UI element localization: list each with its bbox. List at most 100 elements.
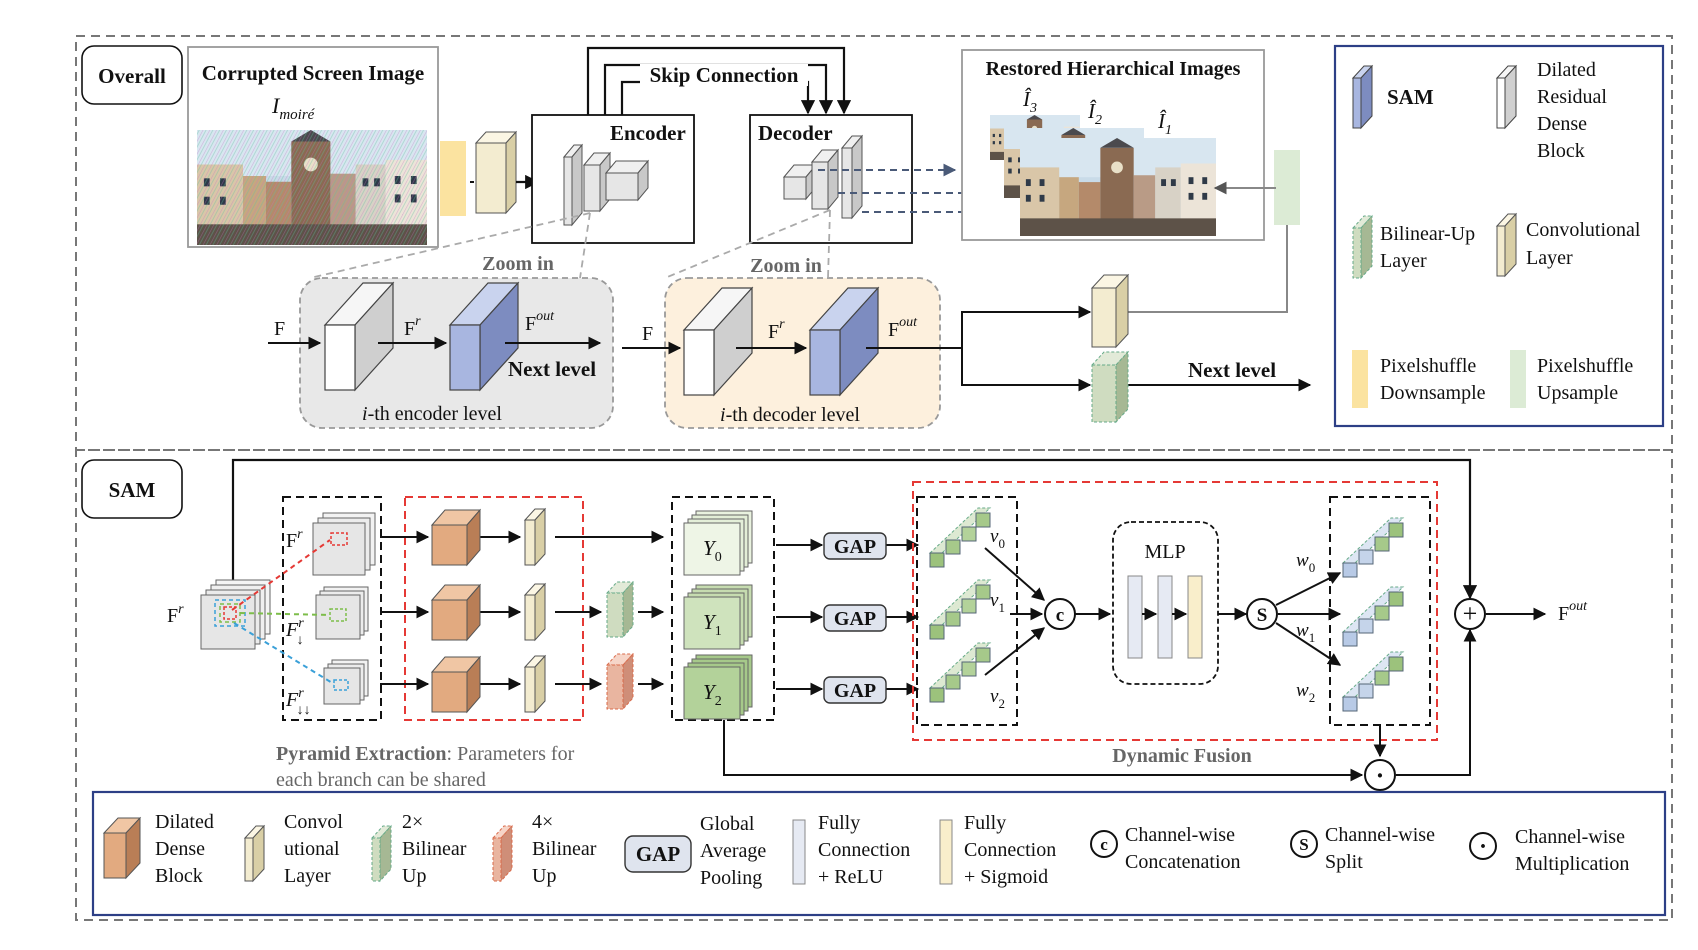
y-stack-0 <box>683 510 753 576</box>
legend-fc-relu-line1: Fully <box>818 812 860 834</box>
enc-Fr: Fr <box>404 314 421 340</box>
legend-conv-line2: Layer <box>1526 247 1573 269</box>
legend-mult-icon <box>1469 832 1497 860</box>
sam-tag-box <box>81 459 183 519</box>
dec-bilinear-layer <box>1090 350 1130 424</box>
legend-bilinear2-line3: Up <box>402 865 426 887</box>
input-title: Corrupted Screen Image <box>202 61 424 85</box>
enc-sam-block <box>448 281 520 392</box>
legend-drdb-icon <box>1495 64 1518 130</box>
pyramid-caption-line1: Pyramid Extraction: Parameters for <box>276 743 575 765</box>
dilated-dense-block-1 <box>430 583 482 642</box>
gap-box-0 <box>823 532 887 560</box>
v-vector-1 <box>928 579 992 640</box>
legend-sam-label: SAM <box>1387 85 1434 109</box>
legend-drdb-line2: Residual <box>1537 86 1607 108</box>
pixelshuffle-up-block <box>1274 150 1300 225</box>
legend-gap-line2: Average <box>700 840 766 862</box>
moire-input-image <box>197 130 427 245</box>
sam-output-Fout: Fout <box>1558 599 1588 625</box>
legend-bilinear4-line1: 4× <box>532 811 553 833</box>
gap-label-1: GAP <box>834 608 876 630</box>
v-vector-2 <box>928 642 992 703</box>
legend-fc-relu-icon <box>792 819 806 885</box>
dec-F: F <box>642 323 653 345</box>
extraction-box <box>404 496 584 721</box>
pixelshuffle-down-block <box>440 141 466 216</box>
pyramid-label-1: Fr↓ <box>285 616 304 648</box>
legend-dilated-line3: Block <box>155 865 203 887</box>
w-vector-0 <box>1341 517 1405 578</box>
legend-conv-icon <box>1495 212 1518 278</box>
mlp-fc-relu-1 <box>1127 575 1143 659</box>
pyramid-box <box>282 496 382 721</box>
w-vector-1 <box>1341 586 1405 647</box>
input-conv-layer <box>474 130 518 215</box>
legend-concat-line1: Channel-wise <box>1125 824 1235 846</box>
legend-conv-b-line3: Layer <box>284 865 331 887</box>
pyramid-level-0 <box>312 512 376 576</box>
v-box <box>916 496 1018 726</box>
enc-next-level: Next level <box>508 357 596 381</box>
zoom-lines <box>309 209 831 279</box>
zoom-in-label-encoder: Zoom in <box>482 253 554 275</box>
sam-input-stack <box>200 579 271 650</box>
legend-drdb-line4: Block <box>1537 140 1585 162</box>
branch-conv-2 <box>523 654 547 714</box>
mult-op <box>1364 759 1396 791</box>
dynamic-fusion-box <box>912 481 1438 741</box>
y-label-1: Y1 <box>703 610 722 639</box>
y-label-2: Y2 <box>703 680 722 709</box>
legend-split-line2: Split <box>1325 851 1363 873</box>
legend-ps-up-line1: Pixelshuffle <box>1537 355 1633 377</box>
pyramid-caption-line2: each branch can be shared <box>276 769 486 791</box>
concat-symbol: c <box>1056 605 1064 626</box>
enc-Fout: Fout <box>525 309 555 335</box>
legend-conv-line1: Convolutional <box>1526 219 1641 241</box>
legend-fc-sigmoid-icon <box>939 819 953 885</box>
residual-line <box>231 458 1478 600</box>
zoom-in-label-decoder: Zoom in <box>750 255 822 277</box>
mlp-label: MLP <box>1144 541 1185 563</box>
legend-split-symbol: S <box>1299 835 1308 854</box>
pyramid-level-1 <box>315 586 369 640</box>
w-label-1: w1 <box>1296 620 1315 645</box>
enc-F: F <box>274 318 285 340</box>
legend-ps-up-icon <box>1510 350 1526 408</box>
legend-dilated-line2: Dense <box>155 838 205 860</box>
sum-symbol: + <box>1463 599 1478 628</box>
input-symbol: Imoiré <box>271 93 316 123</box>
branch-conv-1 <box>523 582 547 642</box>
decoder-blocks <box>782 134 864 220</box>
legend-fc-relu-line3: + ReLU <box>818 866 884 888</box>
legend-mult-line1: Channel-wise <box>1515 826 1625 848</box>
legend-drdb-line1: Dilated <box>1537 59 1596 81</box>
enc-drdb-block <box>323 281 395 392</box>
legend-ps-down-icon <box>1352 350 1368 408</box>
v-label-0: v0 <box>990 526 1005 551</box>
legend-bilinear-icon <box>1351 214 1374 280</box>
legend-bilinear4-line2: Bilinear <box>532 838 597 860</box>
legend-ps-down-line1: Pixelshuffle <box>1380 355 1476 377</box>
sam-frame <box>75 449 1673 921</box>
legend-ps-down-line2: Downsample <box>1380 382 1486 404</box>
y-label-0: Y0 <box>703 536 722 565</box>
out-symbol-1: Î1 <box>1157 109 1172 138</box>
gap-box-1 <box>823 604 887 632</box>
legend-bilinear-line2: Layer <box>1380 250 1427 272</box>
split-symbol: S <box>1257 605 1268 626</box>
legend-drdb-line3: Dense <box>1537 113 1587 135</box>
bilinear-4x-up <box>605 652 635 711</box>
dilated-dense-block-2 <box>430 655 482 714</box>
legend-conv-bottom-icon <box>243 824 266 883</box>
enc-level-label: i-th encoder level <box>362 403 502 425</box>
legend-bilinear2-line2: Bilinear <box>402 838 467 860</box>
legend-fc-sig-line3: + Sigmoid <box>964 866 1048 888</box>
legend-gap-line3: Pooling <box>700 867 762 889</box>
mlp-fc-sigmoid <box>1187 575 1203 659</box>
v-label-2: v2 <box>990 686 1005 711</box>
legend-ps-up-line2: Upsample <box>1537 382 1618 404</box>
legend-bottom <box>91 790 1667 917</box>
dec-sam-block <box>808 286 880 397</box>
y-stack-2 <box>683 654 753 720</box>
